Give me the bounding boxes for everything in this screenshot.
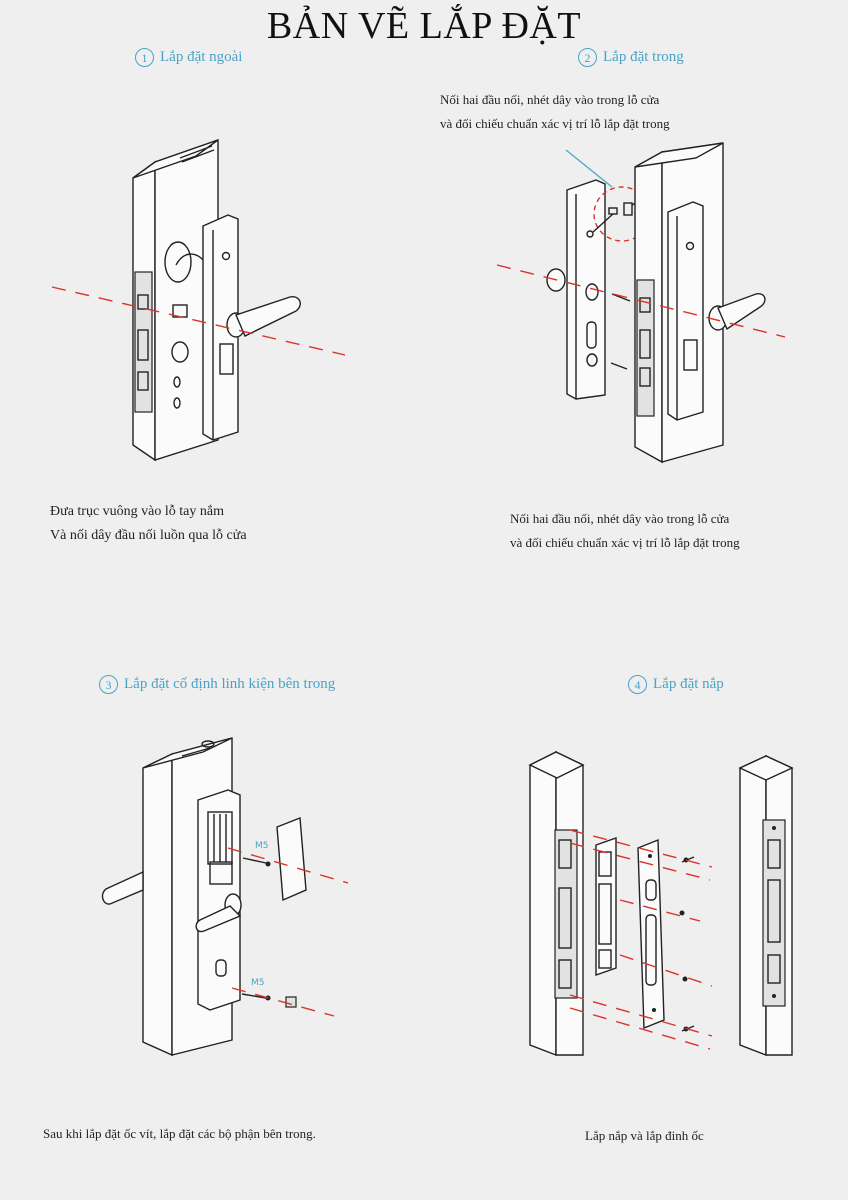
step-2-title: Lắp đặt trong xyxy=(603,49,684,65)
step-3-title: Lắp đặt cố định linh kiện bên trong xyxy=(124,676,336,692)
cylinder-hole xyxy=(171,341,189,363)
step-4-caption: Lắp nắp và lắp đinh ốc xyxy=(585,1124,704,1148)
lever-handle xyxy=(717,293,766,331)
left-block-side xyxy=(529,750,557,1057)
step-2-note-line-2: và đối chiếu chuẩn xác vị trí lỗ lắp đặt… xyxy=(440,116,670,131)
step-4-title: Lắp đặt nắp xyxy=(653,676,724,692)
step-2-heading: 2 Lắp đặt trong xyxy=(578,48,684,67)
right-mortise-plate xyxy=(762,819,786,1007)
cover-plate xyxy=(276,817,307,902)
step-3-drawing: M5 M5 xyxy=(101,737,349,1057)
door-edge-face xyxy=(142,752,173,1057)
screw-label-bottom: M5 xyxy=(251,978,265,988)
step-2-note-line-1: Nối hai đầu nối, nhét dây vào trong lỗ c… xyxy=(440,92,660,107)
step-4-drawing xyxy=(528,750,794,1057)
lever-handle xyxy=(195,905,242,933)
guide-line-2 xyxy=(619,899,701,922)
guide-line-4 xyxy=(569,994,713,1037)
step-1-caption: Đưa trục vuông vào lỗ tay nắm Và nối dây… xyxy=(50,500,247,548)
guide-line-1 xyxy=(569,829,713,868)
right-block-side xyxy=(739,754,767,1057)
guide-line xyxy=(496,264,786,338)
step-1-heading: 1 Lắp đặt ngoài xyxy=(135,48,242,67)
step-3-caption: Sau khi lắp đặt ốc vít, lắp đặt các bộ p… xyxy=(43,1122,316,1146)
step-1-caption-line-2: Và nối dây đầu nối luồn qua lỗ cửa xyxy=(50,528,247,543)
step-1-drawing xyxy=(51,139,346,462)
step-1-number: 1 xyxy=(135,48,154,67)
step-2-number: 2 xyxy=(578,48,597,67)
door-top-face xyxy=(634,142,724,168)
step-1-title: Lắp đặt ngoài xyxy=(160,49,243,65)
step-3-caption-line-1: Sau khi lắp đặt ốc vít, lắp đặt các bộ p… xyxy=(43,1126,316,1141)
door-top-face xyxy=(132,139,219,179)
step-2-note: Nối hai đầu nối, nhét dây vào trong lỗ c… xyxy=(440,88,670,136)
guide-line-bottom xyxy=(231,987,335,1017)
right-block-top xyxy=(738,755,794,781)
step-4-heading: 4 Lắp đặt nắp xyxy=(628,675,724,694)
outer-panel xyxy=(202,214,239,441)
guide-line-top xyxy=(227,847,349,884)
step-3-heading: 3 Lắp đặt cố định linh kiện bên trong xyxy=(99,675,335,694)
step-2-drawing xyxy=(496,142,786,464)
door-top-face xyxy=(142,737,233,769)
step-2-caption-line-2: và đối chiếu chuẩn xác vị trí lỗ lắp đặt… xyxy=(510,535,740,550)
lever-handle xyxy=(235,296,301,337)
step-4-number: 4 xyxy=(628,675,647,694)
outer-panel xyxy=(667,201,704,421)
left-mortise xyxy=(554,829,578,999)
step-2-caption: Nối hai đầu nối, nhét dây vào trong lỗ c… xyxy=(510,507,740,555)
screw-label-top: M5 xyxy=(255,841,269,851)
left-block-top xyxy=(528,751,585,779)
step-3-number: 3 xyxy=(99,675,118,694)
step-2-caption-line-1: Nối hai đầu nối, nhét dây vào trong lỗ c… xyxy=(510,511,730,526)
face-plate xyxy=(637,838,665,1030)
guide-line-3 xyxy=(619,954,713,987)
step-1-caption-line-1: Đưa trục vuông vào lỗ tay nắm xyxy=(50,504,224,519)
page-title: BẢN VẼ LẮP ĐẶT xyxy=(266,5,582,47)
guide-line xyxy=(51,286,346,356)
cable-hole xyxy=(164,241,192,283)
step-4-caption-line-1: Lắp nắp và lắp đinh ốc xyxy=(585,1128,704,1143)
outer-lever xyxy=(101,870,144,905)
